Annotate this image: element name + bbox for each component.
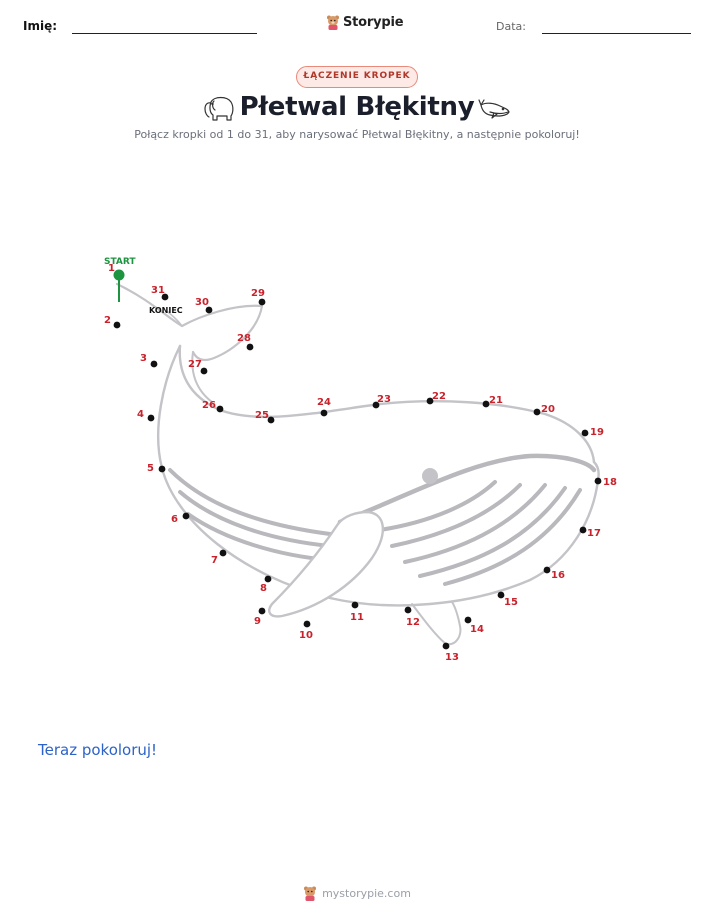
whale-outline (115, 282, 600, 646)
dot-22 (426, 397, 434, 405)
dot-number-23: 23 (377, 394, 391, 405)
page-title: Płetwal Błękitny (239, 92, 475, 122)
dot-11 (351, 601, 359, 609)
dot-number-29: 29 (251, 288, 265, 299)
activity-badge: ŁĄCZENIE KROPEK (296, 66, 418, 88)
dot-number-6: 6 (171, 514, 178, 525)
dot-number-25: 25 (255, 410, 269, 421)
dot-13 (442, 642, 450, 650)
dot-number-9: 9 (254, 616, 261, 627)
dot-27 (200, 367, 208, 375)
dot-number-30: 30 (195, 297, 209, 308)
dot-number-18: 18 (603, 477, 617, 488)
dot-number-20: 20 (541, 404, 555, 415)
start-marker (113, 269, 125, 281)
title-row: Płetwal Błękitny (0, 92, 714, 122)
dot-number-12: 12 (406, 617, 420, 628)
dot-number-14: 14 (470, 624, 484, 635)
dot-number-2: 2 (104, 315, 111, 326)
dot-9 (258, 607, 266, 615)
dot-19 (581, 429, 589, 437)
dot-18 (594, 477, 602, 485)
dot-number-28: 28 (237, 333, 251, 344)
dot-6 (182, 512, 190, 520)
instructions: Połącz kropki od 1 do 31, aby narysować … (134, 128, 580, 141)
dot-7 (219, 549, 227, 557)
dot-10 (303, 620, 311, 628)
dot-number-10: 10 (299, 630, 313, 641)
dot-25 (267, 416, 275, 424)
dot-30 (205, 306, 213, 314)
elephant-icon (204, 96, 234, 121)
dot-number-21: 21 (489, 395, 503, 406)
dot-number-1: 1 (108, 263, 115, 274)
brand-name: Storypie (343, 14, 404, 30)
dot-number-26: 26 (202, 400, 216, 411)
dot-number-8: 8 (260, 583, 267, 594)
whale-icon (478, 99, 510, 119)
date-label: Data: (496, 20, 526, 33)
dot-number-7: 7 (211, 555, 218, 566)
dot-number-31: 31 (151, 285, 165, 296)
dot-number-3: 3 (140, 353, 147, 364)
dot-21 (482, 400, 490, 408)
dot-28 (246, 343, 254, 351)
dot-26 (216, 405, 224, 413)
dot-23 (372, 401, 380, 409)
dot-number-13: 13 (445, 652, 459, 663)
name-label: Imię: (23, 19, 58, 33)
dot-number-16: 16 (551, 570, 565, 581)
dot-16 (543, 566, 551, 574)
name-field-line[interactable] (72, 33, 257, 34)
footer-url[interactable]: mystorypie.com (322, 886, 411, 900)
dot-14 (464, 616, 472, 624)
bear-mascot-icon (304, 886, 317, 901)
dot-31 (161, 293, 169, 301)
dot-24 (320, 409, 328, 417)
dot-2 (113, 321, 121, 329)
dot-4 (147, 414, 155, 422)
dot-number-15: 15 (504, 597, 518, 608)
dot-number-5: 5 (147, 463, 154, 474)
dot-12 (404, 606, 412, 614)
dot-8 (264, 575, 272, 583)
dot-number-24: 24 (317, 397, 331, 408)
dot-3 (150, 360, 158, 368)
dot-number-19: 19 (590, 427, 604, 438)
dot-29 (258, 298, 266, 306)
footer: mystorypie.com (0, 885, 714, 901)
dot-17 (579, 526, 587, 534)
dot-number-11: 11 (350, 612, 364, 623)
bear-mascot-icon (327, 15, 339, 30)
dot-number-17: 17 (587, 528, 601, 539)
date-field-line[interactable] (542, 33, 691, 34)
start-label: START (104, 257, 136, 267)
whale-eye (422, 468, 438, 484)
dot-number-4: 4 (137, 409, 144, 420)
dot-number-27: 27 (188, 359, 202, 370)
dot-15 (497, 591, 505, 599)
dot-5 (158, 465, 166, 473)
brand-logo: Storypie (326, 14, 404, 30)
dot-number-22: 22 (432, 391, 446, 402)
color-prompt: Teraz pokoloruj! (38, 741, 158, 759)
dot-20 (533, 408, 541, 416)
end-label: KONIEC (149, 306, 183, 315)
